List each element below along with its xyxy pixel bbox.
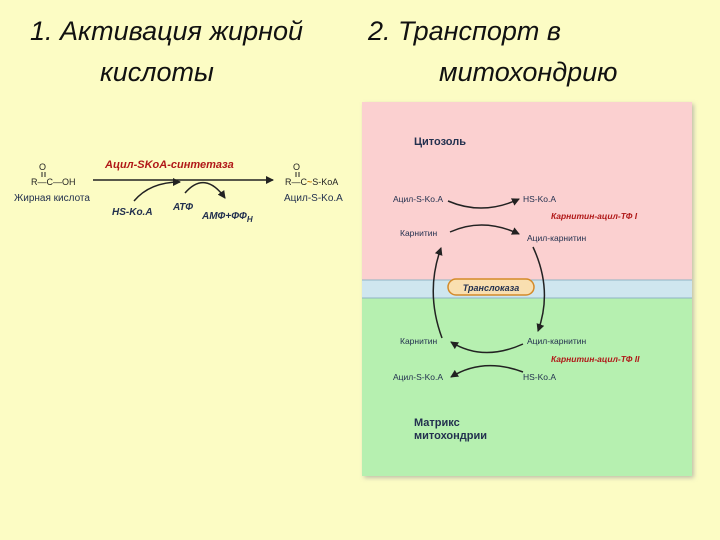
matrix-hs-coa: HS-Ko.A <box>523 372 556 382</box>
matrix-label-line2: митохондрии <box>414 430 487 442</box>
matrix-region <box>362 298 692 476</box>
cpt2-upper-arrow <box>450 341 524 354</box>
acyl-scoa-label: Ацил-S-Ko.A <box>284 193 343 204</box>
cytosol-acylcarnitine: Ацил-карнитин <box>527 233 587 243</box>
heading-activation-line2: кислоты <box>100 57 214 87</box>
translocase-badge <box>447 278 535 296</box>
heading-activation-line1: 1. Активация жирной <box>30 16 303 46</box>
hs-coa-curve-arrow <box>133 178 181 202</box>
matrix-acyl-scoa: Ацил-S-Ko.A <box>393 372 443 382</box>
atp-amp-curve-arrow <box>184 182 226 199</box>
matrix-carnitine: Карнитин <box>400 336 437 346</box>
fatty-acid-label: Жирная кислота <box>14 193 90 204</box>
reagent-atp: АТФ <box>172 202 193 213</box>
cpt1-lower-arrow <box>449 224 520 235</box>
right-struct-oxygen: O <box>293 162 300 172</box>
cytosol-label: Цитозоль <box>414 136 466 148</box>
heading-transport-line2: митохондрию <box>439 57 618 87</box>
carnitine-return-arrow <box>432 247 443 339</box>
cpt2-lower-arrow <box>450 364 524 378</box>
product-amp-ppi-subscript: Н <box>247 215 253 224</box>
translocase-label: Транслоказа <box>463 283 519 293</box>
left-struct-oxygen: O <box>39 162 46 172</box>
enzyme-cpt2: Карнитин-ацил-ТФ II <box>551 354 640 364</box>
cytosol-region <box>362 102 692 280</box>
left-struct-formula: R—C—OH <box>31 177 76 187</box>
cytosol-hs-coa: HS-Ko.A <box>523 194 556 204</box>
thioester-tilde: ~ <box>307 177 312 187</box>
transport-labels: Цитозоль Ацил-S-Ko.A HS-Ko.A Карнитин-ац… <box>393 136 640 442</box>
reagent-hs-coa: HS-Ko.A <box>112 207 153 218</box>
acylcarnitine-import-arrow <box>532 246 546 332</box>
transport-panel <box>362 102 692 476</box>
transport-arrows <box>432 198 546 378</box>
cpt1-upper-arrow <box>447 198 520 209</box>
matrix-label-line1: Матрикс <box>414 417 460 429</box>
enzyme-cpt1: Карнитин-ацил-ТФ I <box>551 211 638 221</box>
right-struct-formula: R—C~S-KoA <box>285 177 338 187</box>
heading-transport-line1: 2. Транспорт в <box>368 16 561 46</box>
activation-scheme: O R—C—OH Жирная кислота Ацил-SKoA-синтет… <box>14 159 343 224</box>
cytosol-acyl-scoa: Ацил-S-Ko.A <box>393 194 443 204</box>
cytosol-carnitine: Карнитин <box>400 228 437 238</box>
product-amp-ppi: АМФ+ФФН <box>201 211 253 224</box>
matrix-acylcarnitine: Ацил-карнитин <box>527 336 587 346</box>
enzyme-acyl-scoa-synthetase: Ацил-SKoA-синтетаза <box>104 159 234 171</box>
